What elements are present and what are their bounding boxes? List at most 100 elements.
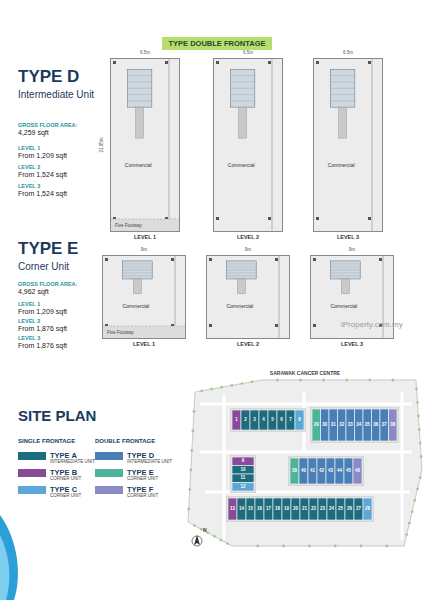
lot-number: 11: [241, 476, 246, 481]
tree-dot: [210, 388, 213, 391]
shop-lot: [355, 409, 364, 441]
stair-tread: [330, 88, 354, 89]
wall-line: [272, 59, 273, 231]
shop-lot: [273, 498, 282, 520]
legend-swatch: [95, 452, 123, 460]
unit-spec: TYPE E: [18, 240, 78, 259]
lot-number: 5: [271, 418, 274, 423]
legend-text: TYPE C: [50, 486, 77, 494]
lot-number: 2: [244, 418, 247, 423]
unit-spec: From 1,876 sqft: [18, 325, 67, 333]
wave-decoration: [0, 535, 9, 600]
shop-lot: [309, 498, 318, 520]
shop-lot: [228, 498, 237, 520]
tree-dot: [418, 428, 421, 431]
lot-number: 42: [319, 469, 324, 474]
stair-tread: [230, 88, 254, 89]
room-label: Commercial: [121, 304, 150, 310]
shop-lot: [295, 410, 304, 430]
stair-core: [127, 69, 151, 107]
plan-drawing: [314, 59, 382, 231]
stair-tread: [127, 100, 151, 101]
shop-lot: [246, 498, 255, 520]
lot-number: 26: [347, 507, 352, 512]
tree-dot: [241, 382, 244, 385]
lot-number: 24: [329, 507, 334, 512]
room-label: Five Footway: [107, 331, 134, 336]
shop-lot: [345, 498, 354, 520]
tree-dot: [419, 442, 422, 445]
compass-arrow: [194, 535, 200, 545]
stair-tread: [227, 266, 257, 267]
tree-dot: [200, 528, 203, 531]
stair-tread: [227, 275, 257, 276]
unit-spec: From 1,876 sqft: [18, 342, 67, 350]
tree-dot: [420, 455, 423, 458]
stair-tread: [331, 275, 361, 276]
dimension: 21.95m: [100, 137, 105, 152]
compass-label: N: [203, 528, 207, 534]
tree-dot: [220, 386, 223, 389]
lot-number: 27: [356, 507, 361, 512]
column: [313, 258, 316, 261]
shop-lot: [268, 410, 277, 430]
column: [171, 258, 174, 261]
stair-tread: [123, 275, 153, 276]
stair-tread: [330, 100, 354, 101]
stair-tread: [331, 263, 361, 264]
stair-core: [227, 261, 257, 279]
tree-dot: [189, 469, 192, 472]
tree-dot: [193, 524, 196, 527]
stair-tread: [127, 81, 151, 82]
legend-heading: SINGLE FRONTAGE: [18, 438, 75, 445]
shop-lot: [335, 458, 344, 484]
lot-number: 30: [322, 423, 327, 428]
shop-lot: [300, 498, 309, 520]
stair-tread: [330, 75, 354, 76]
shop-lot: [363, 409, 372, 441]
footway-edge: [111, 219, 179, 220]
shop-lot: [308, 458, 317, 484]
unit-spec: From 1,524 sqft: [18, 171, 67, 179]
tree-dot: [190, 449, 193, 452]
legend-heading: DOUBLE FRONTAGE: [95, 438, 155, 445]
column: [313, 324, 316, 327]
corridor: [133, 279, 141, 294]
stair-core: [123, 261, 153, 279]
tree-dot: [405, 533, 408, 536]
lot-number: 35: [365, 423, 370, 428]
unit-spec: GROSS FLOOR AREA:: [18, 122, 77, 128]
legend-subtitle: CORNER UNIT: [127, 477, 158, 482]
column: [105, 258, 108, 261]
stair-tread: [227, 269, 257, 270]
tree-dot: [392, 379, 395, 382]
dimension: 6.5m: [343, 51, 353, 56]
legend-subtitle: CORNER UNIT: [50, 494, 81, 499]
tree-dot: [385, 545, 388, 548]
plan-drawing: [207, 256, 289, 338]
level-caption: LEVEL 1: [134, 234, 156, 240]
column: [275, 324, 278, 327]
corridor: [136, 107, 144, 138]
unit-spec: GROSS FLOOR AREA:: [18, 281, 77, 287]
lot-number: 21: [302, 507, 307, 512]
column: [165, 61, 168, 64]
lot-number: 44: [337, 469, 342, 474]
car-park: [310, 407, 399, 443]
unit-spec: 4,962 sqft: [18, 288, 49, 296]
floor-plan: CommercialLEVEL 3: [313, 58, 383, 232]
level-caption: LEVEL 3: [341, 341, 363, 347]
tree-dot: [192, 430, 195, 433]
tree-dot: [360, 545, 363, 548]
legend-swatch: [95, 486, 123, 494]
wall-line: [279, 256, 280, 338]
shop-lot: [264, 498, 273, 520]
lot-number: 3: [253, 418, 256, 423]
shop-lot: [318, 498, 327, 520]
tree-dot: [200, 389, 203, 392]
car-park: [230, 455, 256, 493]
lot-number: 37: [382, 423, 387, 428]
shop-lot: [321, 409, 330, 441]
tree-dot: [334, 545, 337, 548]
